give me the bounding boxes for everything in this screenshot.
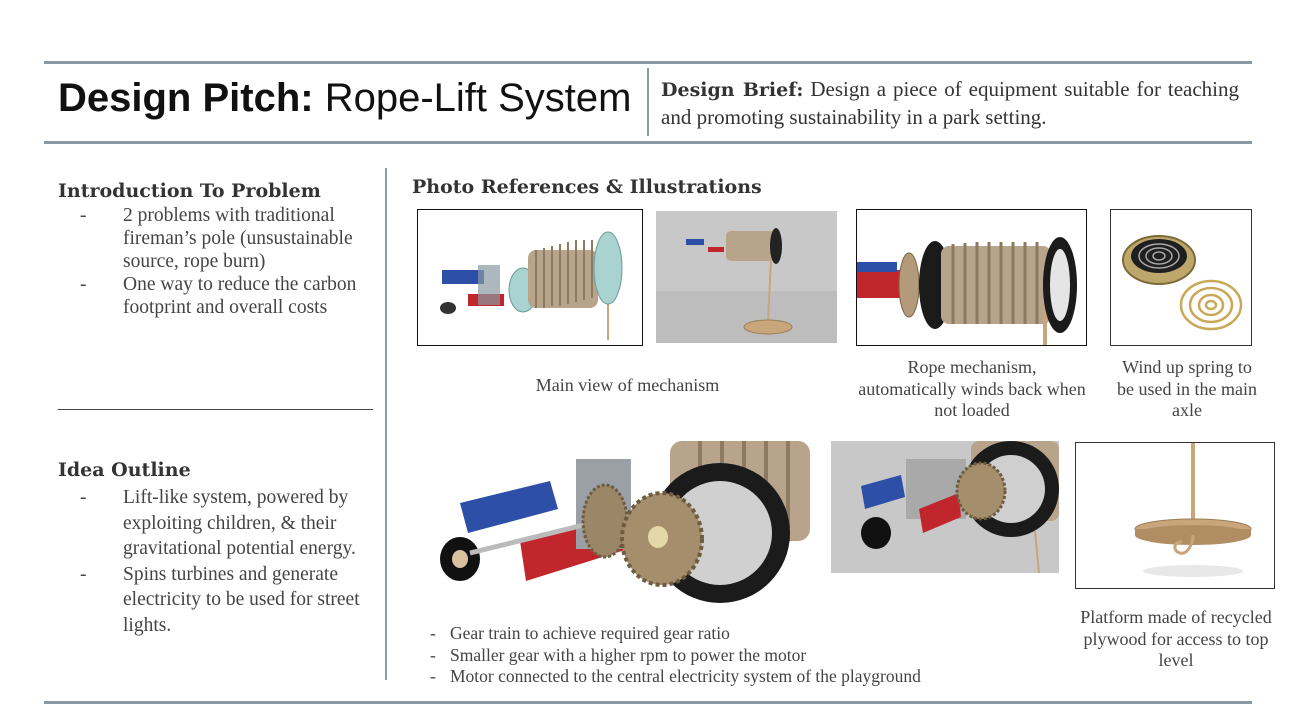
title-rest: Rope-Lift System [313,76,632,120]
caption-spring: Wind up spring to be used in the main ax… [1117,357,1257,420]
idea-heading: Idea Outline [58,459,191,481]
intro-bullet: 2 problems with traditional fireman’s po… [58,204,368,273]
mechanism-render-image [417,209,643,346]
header-bottom-rule [44,141,1252,144]
caption-main-view: Main view of mechanism [535,375,720,395]
gear-bullet: Motor connected to the central electrici… [430,666,921,688]
gear-bullet: Smaller gear with a higher rpm to power … [430,645,921,667]
brief-text: Design a piece of equipment suitable for… [661,77,1239,129]
full-setup-image [656,211,837,343]
photo-heading: Photo References & Illustrations [412,176,762,198]
gear-bullets: Gear train to achieve required gear rati… [430,623,921,688]
header-divider [647,68,649,136]
page-title: Design Pitch: Rope-Lift System [58,76,631,121]
left-divider [58,409,373,410]
rope-mechanism-image [856,209,1087,346]
gear-train-image [400,441,814,605]
idea-bullets: Lift-like system, powered by exploiting … [58,485,368,638]
intro-bullet: One way to reduce the carbon footprint a… [58,273,368,319]
idea-bullet: Spins turbines and generate electricity … [58,562,368,639]
caption-rope: Rope mechanism, automatically winds back… [858,357,1086,420]
intro-heading: Introduction To Problem [58,180,321,202]
title-bold: Design Pitch: [58,76,314,120]
idea-bullet: Lift-like system, powered by exploiting … [58,485,368,562]
caption-platform: Platform made of recycled plywood for ac… [1080,607,1272,670]
gear-bullet: Gear train to achieve required gear rati… [430,623,921,645]
column-divider [385,168,387,680]
wind-spring-image [1110,209,1252,346]
gear-closeup-image [831,441,1059,573]
platform-image [1075,442,1275,589]
bottom-rule [44,701,1252,704]
intro-bullets: 2 problems with traditional fireman’s po… [58,204,368,319]
design-brief: Design Brief: Design a piece of equipmen… [661,76,1239,131]
top-rule [44,61,1252,64]
brief-label: Design Brief: [661,79,804,101]
